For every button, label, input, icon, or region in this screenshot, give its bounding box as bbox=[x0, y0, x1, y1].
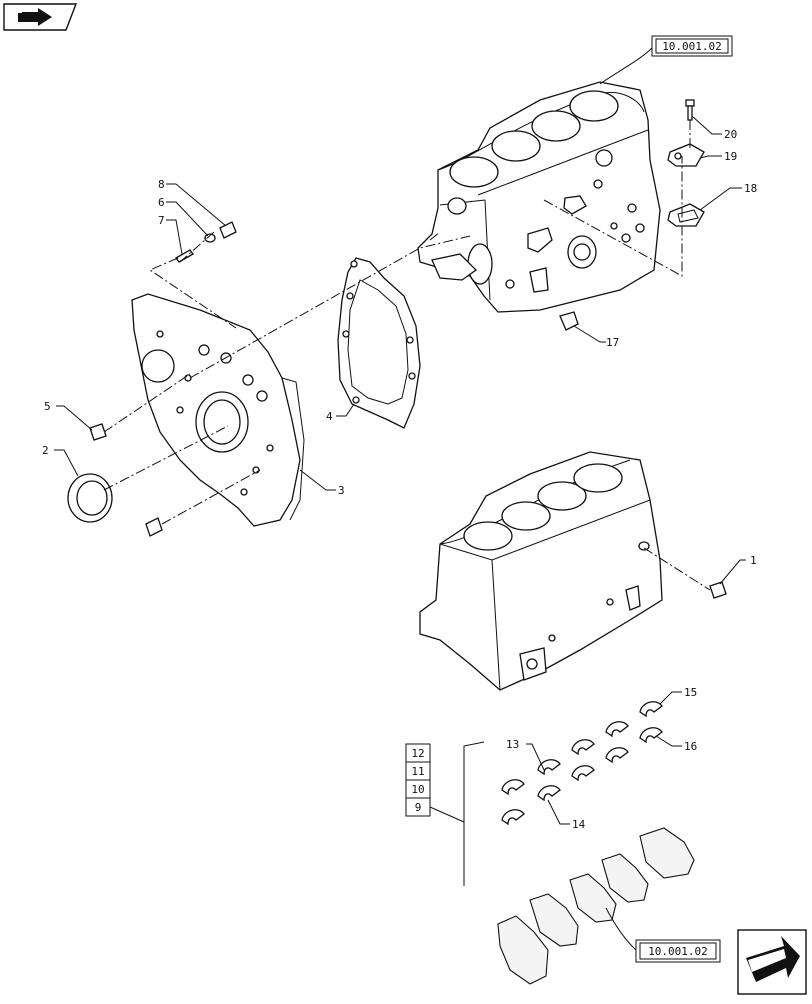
engine-block-upper bbox=[417, 81, 661, 313]
callout-14: 14 bbox=[572, 818, 586, 831]
sensor-part-17 bbox=[559, 311, 606, 343]
callout-15: 15 bbox=[684, 686, 697, 699]
callout-leaders bbox=[54, 115, 746, 825]
next-page-arrow-icon[interactable] bbox=[737, 929, 807, 995]
callout-17: 17 bbox=[606, 336, 619, 349]
callout-20: 20 bbox=[724, 128, 737, 141]
reference-box-top[interactable]: 10.001.02 bbox=[599, 35, 733, 85]
gasket-4 bbox=[337, 257, 421, 429]
callout-3: 3 bbox=[338, 484, 345, 497]
callout-4: 4 bbox=[326, 410, 333, 423]
gasket-18 bbox=[667, 203, 705, 227]
bolt-8 bbox=[219, 221, 237, 239]
callout-19: 19 bbox=[724, 150, 737, 163]
callout-6: 6 bbox=[158, 196, 165, 209]
callout-8: 8 bbox=[158, 178, 165, 191]
svg-text:10.001.02: 10.001.02 bbox=[662, 40, 722, 53]
callout-16: 16 bbox=[684, 740, 697, 753]
bolt-lower bbox=[145, 517, 163, 537]
stack-label-10: 10 bbox=[411, 783, 424, 796]
callout-13: 13 bbox=[506, 738, 519, 751]
callout-labels: 8 6 7 5 2 3 4 1 17 18 19 20 15 16 13 14 bbox=[42, 128, 757, 831]
oil-seal-2 bbox=[67, 473, 113, 523]
stack-label-12: 12 bbox=[411, 747, 424, 760]
engine-block-lower bbox=[419, 451, 663, 691]
callout-5: 5 bbox=[44, 400, 51, 413]
bearing-size-stack: 12 11 10 9 bbox=[405, 741, 485, 886]
rear-plate-3 bbox=[131, 293, 305, 527]
bearing-caps bbox=[497, 827, 695, 985]
callout-1: 1 bbox=[750, 554, 757, 567]
stud-7 bbox=[175, 249, 194, 263]
bearing-shells bbox=[501, 701, 663, 826]
bolt-5 bbox=[89, 423, 107, 441]
stack-label-9: 9 bbox=[415, 801, 422, 814]
assembly-lines bbox=[103, 120, 711, 591]
svg-text:10.001.02: 10.001.02 bbox=[648, 945, 708, 958]
plug-1 bbox=[709, 581, 727, 599]
cover-plate-19 bbox=[667, 143, 705, 167]
callout-2: 2 bbox=[42, 444, 49, 457]
callout-18: 18 bbox=[744, 182, 757, 195]
reference-box-bottom[interactable]: 10.001.02 bbox=[605, 907, 721, 963]
stack-label-11: 11 bbox=[411, 765, 424, 778]
book-arrow-icon[interactable] bbox=[3, 3, 78, 31]
callout-7: 7 bbox=[158, 214, 165, 227]
